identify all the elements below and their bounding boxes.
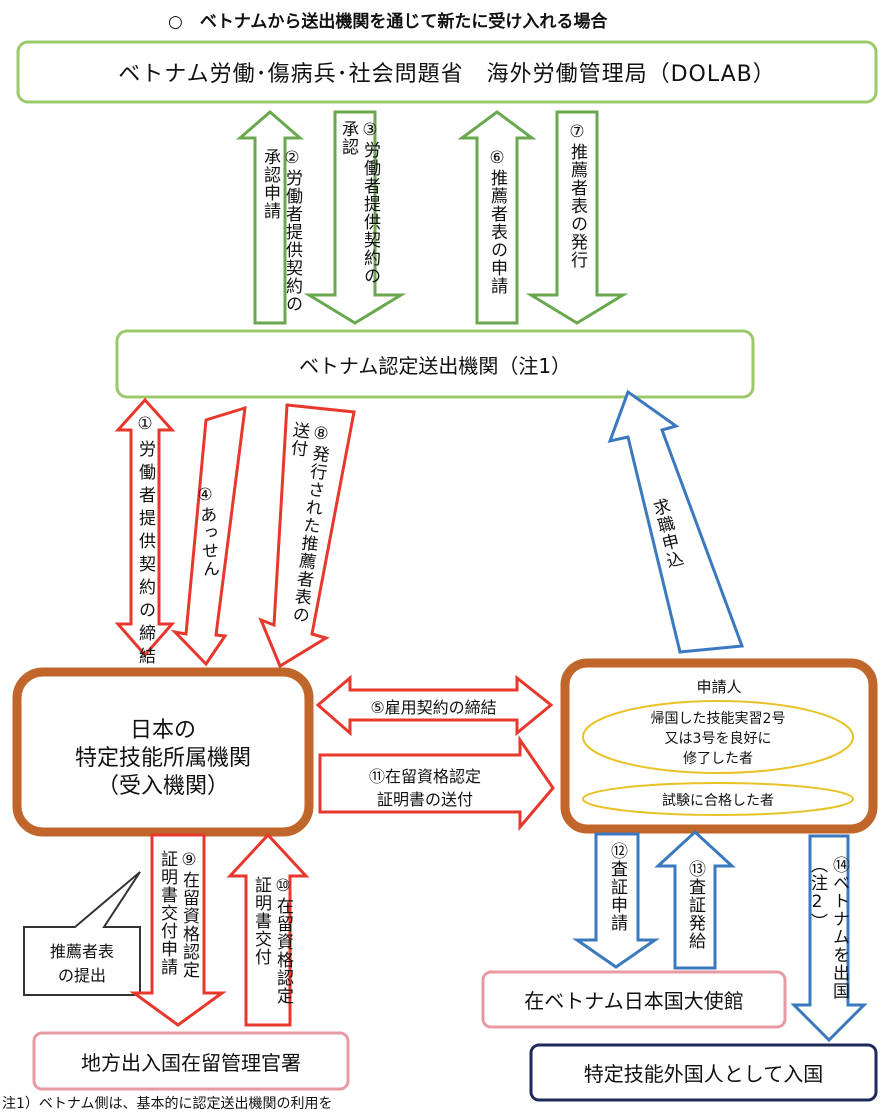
step3-line1: ③労働者提供契約の: [360, 120, 380, 285]
callout-bubble: [23, 871, 141, 996]
step10-line1: ⑩在留資格認定: [273, 876, 293, 1005]
callout-line2: の提出: [57, 966, 106, 985]
step3-label: ③労働者提供契約の承認: [337, 120, 381, 285]
sending-org-box: [115, 329, 755, 399]
arrow-step4-down: [170, 405, 247, 667]
arrow-step5-double: [315, 674, 554, 737]
step8-line2: 送付: [286, 420, 311, 459]
step9-line1: ⑨在留資格認定: [179, 850, 199, 979]
applicant-a-line3: 修了した者: [683, 751, 753, 767]
dolab-box: [16, 40, 878, 104]
arrow-step1-double: [114, 397, 176, 658]
step12-label: ⑫査証申請: [607, 842, 627, 932]
step6-label: ⑥推薦者表の申請: [487, 148, 507, 295]
applicant-b-label: 試験に合格した者: [662, 793, 774, 809]
employer-label-line3: （受入機関）: [96, 774, 229, 799]
step9-line2: 証明書交付申請: [157, 850, 177, 976]
step14-line1: ⑭ベトナムを出国: [829, 856, 849, 1000]
page-heading: ○ ベトナムから送出機関を通じて新たに受け入れる場合: [168, 12, 608, 32]
step10-label: ⑩在留資格認定証明書交付: [250, 876, 294, 1005]
arrow-step8-down: [258, 403, 356, 669]
applicant-a-line2: 又は3号を良好に: [664, 731, 772, 747]
step5-label: ⑤雇用契約の締結: [370, 698, 497, 717]
arrow-step13-up: [654, 829, 736, 970]
employer-label-line2: 特定技能所属機関: [74, 746, 251, 771]
step14-line2: （注2）: [807, 856, 827, 931]
arrow-step9-down: [129, 833, 227, 1027]
arrow-step3-down: [303, 110, 407, 325]
employer-box: [12, 667, 314, 837]
arrow-step11-right: [318, 735, 555, 832]
arrow-step12-down: [572, 832, 660, 969]
arrow-step2-up: [235, 110, 305, 325]
step14-label: ⑭ベトナムを出国（注2）: [806, 856, 850, 1000]
arrow-step6-up: [457, 110, 537, 325]
arrow-job-application: [607, 389, 745, 654]
step2-line1: ②労働者提供契約の: [282, 148, 302, 313]
arrow-step10-up: [226, 832, 310, 1027]
applicant-title: 申請人: [696, 678, 742, 696]
arrow-step7-down: [525, 110, 629, 325]
step10-line2: 証明書交付: [251, 876, 271, 966]
applicant-b-ellipse: [582, 782, 854, 816]
step1-label: ①労働者提供契約の締結: [135, 414, 155, 670]
step13-label: ⑬査証発給: [685, 860, 705, 950]
step11-line1: ⑪在留資格認定: [368, 767, 481, 786]
immigration-box: [32, 1031, 350, 1091]
step2-line2: 承認申請: [260, 148, 280, 220]
applicant-a-line1: 帰国した技能実習2号: [650, 711, 786, 727]
applicant-a-ellipse: [582, 700, 854, 774]
step11-line2: 証明書の送付: [376, 790, 473, 809]
step9-label: ⑨在留資格認定証明書交付申請: [156, 850, 200, 979]
applicant-box: [560, 658, 878, 834]
callout-line1: 推薦者表: [49, 942, 114, 961]
entry-box: [529, 1043, 878, 1102]
embassy-label: 在ベトナム日本国大使館: [524, 989, 744, 1013]
immigration-label: 地方出入国在留管理官署: [81, 1050, 301, 1075]
sending-org-label: ベトナム認定送出機関（注1）: [298, 353, 572, 378]
arrow-step14-down: [790, 834, 868, 1043]
employer-label-line1: 日本の: [129, 718, 196, 743]
embassy-box: [481, 970, 787, 1029]
step3-line2: 承認: [338, 120, 358, 156]
step2-label: ②労働者提供契約の承認申請: [259, 148, 303, 313]
entry-label: 特定技能外国人として入国: [583, 1062, 824, 1086]
dolab-label: ベトナム労働･傷病兵･社会問題省 海外労働管理局（DOLAB）: [118, 62, 776, 87]
footnote: 注1）ベトナム側は、基本的に認定送出機関の利用を: [2, 1096, 333, 1112]
step7-label: ⑦推薦者表の発行: [567, 122, 587, 269]
